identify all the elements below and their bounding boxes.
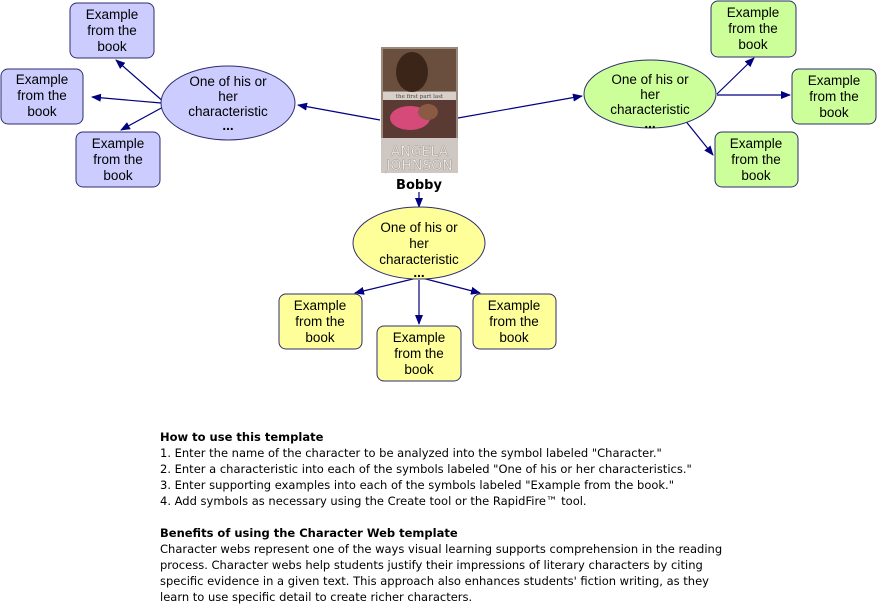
cover-subtitle: the first part last: [396, 94, 444, 100]
characteristic-line: ...: [644, 116, 655, 131]
connector-center-right: [457, 93, 583, 119]
how-to-step: 4. Add symbols as necessary using the Cr…: [160, 494, 587, 508]
characteristic-line: her: [218, 89, 238, 104]
example-line: Example: [16, 72, 69, 87]
characteristic-line: One of his or: [380, 220, 458, 235]
example-line: Example: [92, 136, 145, 151]
connector-right-top: [716, 57, 755, 95]
characteristic-line: characteristic: [379, 252, 459, 267]
example-line: Example: [808, 73, 861, 88]
connector-bottom-left: [354, 277, 418, 295]
example-line: book: [305, 330, 335, 345]
example-line: from the: [489, 314, 539, 329]
example-line: from the: [809, 89, 859, 104]
how-to-step: 3. Enter supporting examples into each o…: [160, 478, 675, 492]
example-line: Example: [730, 136, 783, 151]
example-line: book: [27, 104, 57, 119]
characteristic-line: ...: [413, 265, 424, 280]
spacer: [160, 509, 860, 525]
characteristic-line: her: [409, 236, 429, 251]
connector-left-bottom: [120, 105, 166, 131]
cover-author-first: ANGELA: [391, 144, 449, 160]
example-line: book: [97, 39, 127, 54]
connector-left-top: [115, 59, 166, 104]
connector-right-bottom: [683, 118, 714, 156]
connector-left-mid: [91, 93, 162, 104]
example-line: book: [741, 168, 771, 183]
characteristic-line: One of his or: [611, 72, 689, 87]
example-line: from the: [87, 23, 137, 38]
connector-center-left: [297, 102, 381, 121]
book-cover-image: the first part last ANGELA JOHNSON: [381, 47, 458, 174]
example-line: book: [499, 330, 529, 345]
example-line: Example: [294, 298, 347, 313]
example-line: from the: [17, 88, 67, 103]
characteristic-line: ...: [222, 118, 233, 133]
characteristic-line: characteristic: [610, 102, 690, 117]
example-line: book: [404, 362, 434, 377]
example-line: book: [738, 37, 768, 52]
example-line: from the: [93, 152, 143, 167]
example-line: Example: [393, 330, 446, 345]
characteristic-line: One of his or: [189, 74, 267, 89]
characteristic-line: characteristic: [188, 104, 268, 119]
benefits-line: specific evidence in a given text. This …: [160, 574, 709, 588]
character-name: Bobby: [396, 178, 442, 193]
example-line: from the: [394, 346, 444, 361]
example-line: Example: [727, 5, 780, 20]
center-character[interactable]: the first part last ANGELA JOHNSON Bobby: [381, 47, 458, 193]
how-to-step: 2. Enter a characteristic into each of t…: [160, 462, 692, 476]
character-web-diagram: the first part last ANGELA JOHNSON Bobby…: [0, 0, 877, 382]
cover-author-last: JOHNSON: [385, 158, 453, 174]
example-line: from the: [728, 21, 778, 36]
template-instructions: How to use this template 1. Enter the na…: [160, 429, 860, 605]
characteristic-line: her: [640, 87, 660, 102]
example-line: Example: [86, 7, 139, 22]
benefits-heading: Benefits of using the Character Web temp…: [160, 526, 458, 540]
example-line: book: [819, 105, 849, 120]
how-to-step: 1. Enter the name of the character to be…: [160, 446, 662, 460]
connector-bottom-right: [421, 277, 481, 295]
benefits-line: Character webs represent one of the ways…: [160, 542, 723, 556]
example-line: book: [103, 168, 133, 183]
example-line: Example: [488, 298, 541, 313]
connectors: [91, 57, 791, 325]
example-line: from the: [731, 152, 781, 167]
example-line: from the: [295, 314, 345, 329]
benefits-line: process. Character webs help students ju…: [160, 558, 703, 572]
benefits-line: learn to use specific detail to create r…: [160, 590, 473, 604]
how-to-heading: How to use this template: [160, 430, 324, 444]
